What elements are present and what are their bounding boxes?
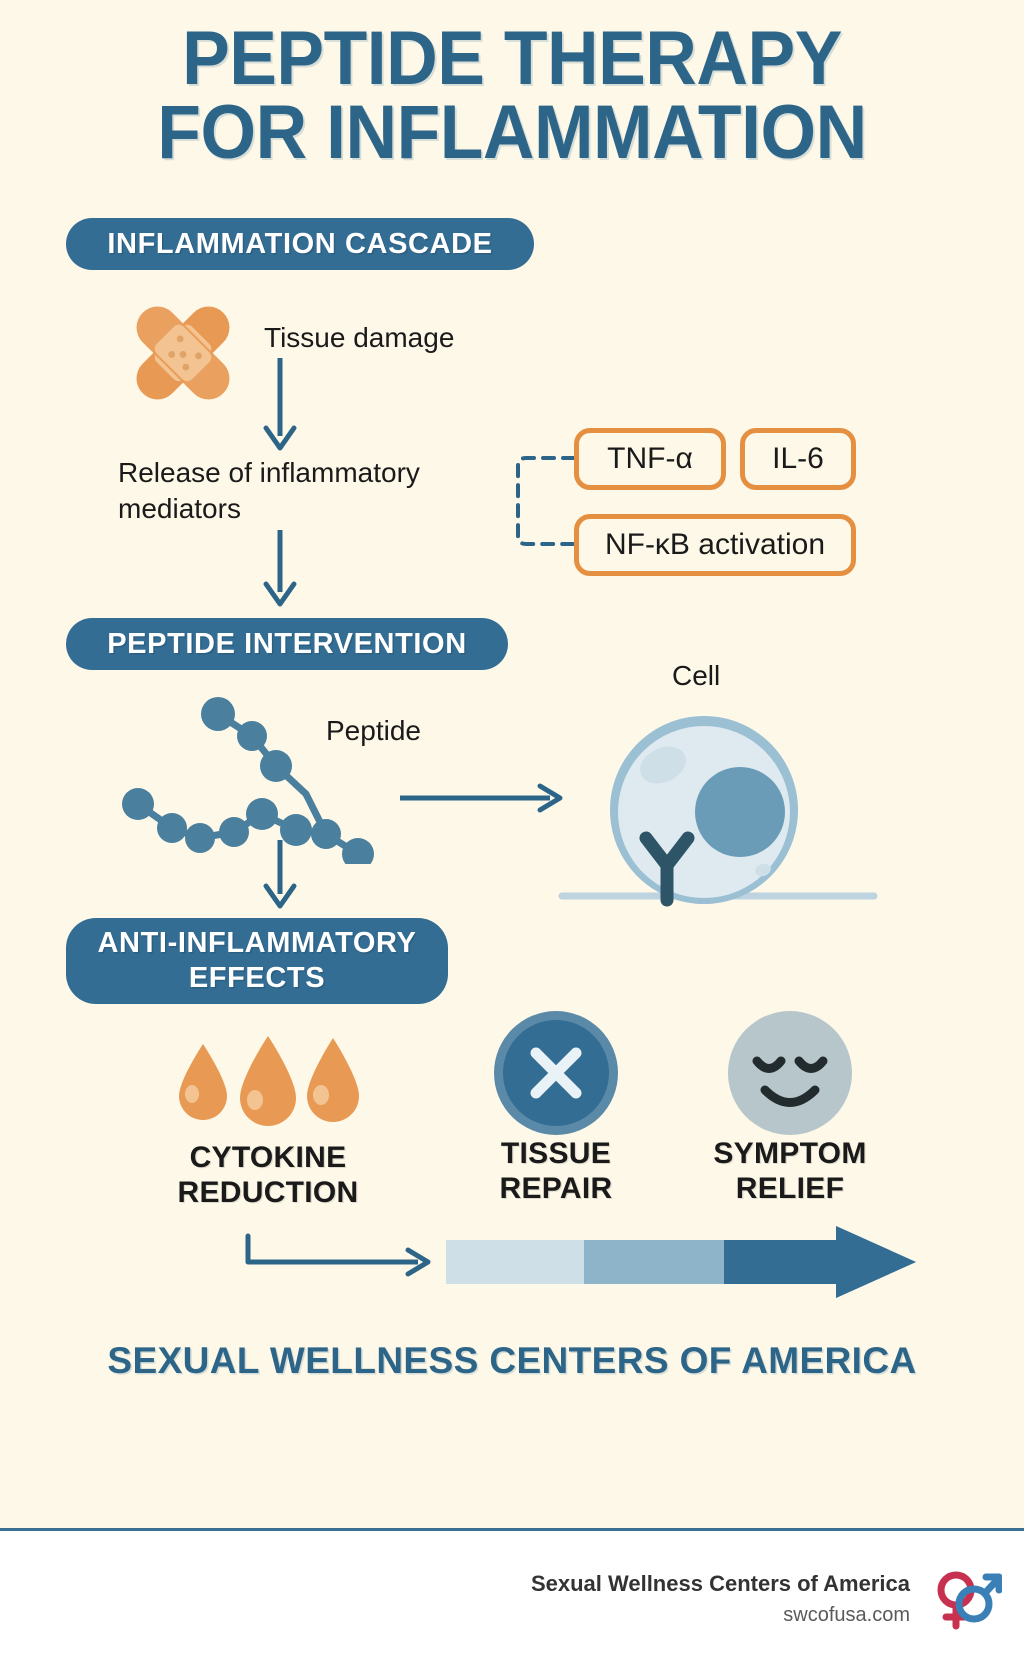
bandage-icon <box>136 306 230 400</box>
benefit-tissue-label-line-2: REPAIR <box>499 1172 613 1206</box>
benefit-cytokine-label-line-2: REDUCTION <box>177 1176 359 1210</box>
title-line-1: PEPTIDE THERAPY <box>182 16 842 101</box>
peptide-label: Peptide <box>326 715 421 746</box>
benefit-symptom-label-line-1: SYMPTOM <box>713 1137 867 1170</box>
nucleus <box>695 767 785 857</box>
mediator-box-nfkb-activation: NF-κB activation <box>574 514 856 576</box>
arrow-down-icon-2 <box>263 530 297 607</box>
benefit-symptom-label: SYMPTOM RELIEF <box>640 1136 940 1207</box>
organelle-small <box>755 863 771 877</box>
arrow-down-icon-1 <box>263 358 297 451</box>
progress-arrow-bar <box>245 1226 916 1298</box>
section-badge-inflammation-cascade: INFLAMMATION CASCADE <box>66 218 534 270</box>
brand-headline: SEXUAL WELLNESS CENTERS OF AMERICA <box>107 1340 917 1381</box>
mediator-box-tnf-alpha: TNF-α <box>574 428 726 490</box>
footer-text-block: Sexual Wellness Centers of America swcof… <box>531 1567 910 1630</box>
x-circle-icon <box>494 1011 618 1135</box>
benefit-symptom-label-line-2: RELIEF <box>735 1172 845 1206</box>
droplets-icon <box>179 1036 359 1126</box>
arrow-down-icon-3 <box>263 840 297 909</box>
cell-label: Cell <box>672 660 721 691</box>
benefit-symptom-relief: SYMPTOM RELIEF <box>640 1000 940 1207</box>
relaxed-face-icon <box>728 1011 852 1135</box>
receptor-icon <box>639 831 695 907</box>
section-badge-peptide-intervention: PEPTIDE INTERVENTION <box>66 618 508 670</box>
benefit-cytokine-label-line-1: CYTOKINE <box>189 1141 347 1174</box>
title-line-2: FOR INFLAMMATION <box>157 90 867 176</box>
peptide-chain-icon <box>122 697 374 864</box>
gender-symbols-logo <box>937 1571 1002 1629</box>
footer-website-url[interactable]: swcofusa.com <box>783 1604 910 1626</box>
benefit-tissue-label: TISSUE REPAIR <box>406 1136 706 1207</box>
gradient-progress-arrow <box>446 1226 916 1298</box>
arrow-right-icon <box>400 783 563 813</box>
badge-effects-line-2: EFFECTS <box>188 962 326 994</box>
organelle-large <box>640 746 686 784</box>
cell-diagram <box>558 716 878 907</box>
page-title: PEPTIDE THERAPY FOR INFLAMMATION <box>0 16 1024 176</box>
footer-bar: Sexual Wellness Centers of America swcof… <box>0 1528 1024 1666</box>
benefit-cytokine-label: CYTOKINE REDUCTION <box>118 1140 418 1211</box>
section-badge-anti-inflammatory-effects: ANTI-INFLAMMATORY EFFECTS <box>66 918 448 1004</box>
lead-in-arrow-icon <box>245 1233 431 1277</box>
cascade-step-tissue-damage: Tissue damage <box>264 322 455 353</box>
benefit-cytokine-reduction: CYTOKINE REDUCTION <box>118 1020 418 1211</box>
cascade-step-mediator-release: Release of inflammatory mediators <box>118 457 420 524</box>
mediator-box-il6: IL-6 <box>740 428 856 490</box>
footer-company-name: Sexual Wellness Centers of America <box>530 1571 910 1596</box>
benefit-tissue-repair: TISSUE REPAIR <box>406 1000 706 1207</box>
badge-effects-line-1: ANTI-INFLAMMATORY <box>97 926 417 959</box>
dashed-bracket-connector <box>516 456 576 546</box>
benefit-tissue-label-line-1: TISSUE <box>500 1137 612 1170</box>
